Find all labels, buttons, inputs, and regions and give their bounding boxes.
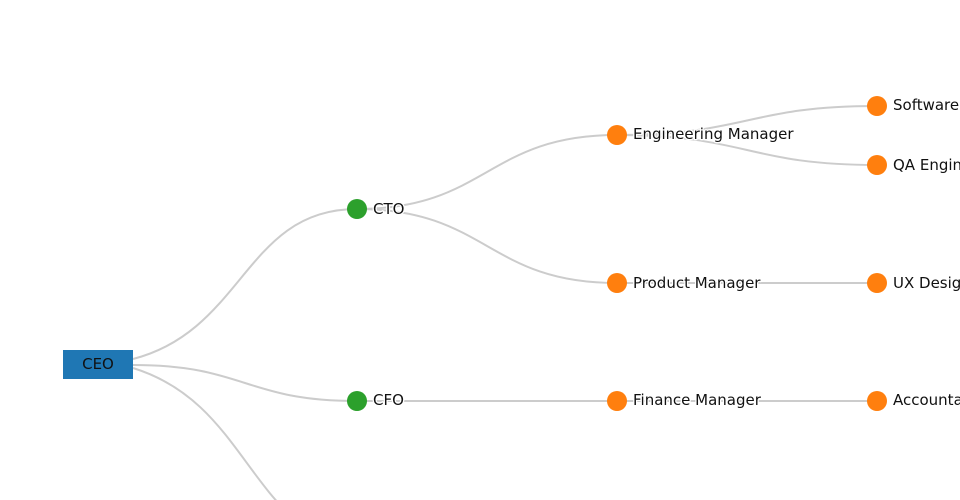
node-dot[interactable] [607,391,627,411]
node-label: QA Engineer [893,156,960,174]
node-ux-designer[interactable]: UX Designer [867,273,960,293]
root-node-box[interactable] [63,350,133,379]
node-label: Engineering Manager [633,125,794,143]
node-cfo[interactable]: CFO [347,390,405,411]
node-label: CFO [373,391,404,409]
links-layer [132,105,878,500]
link-cto-product-manager [356,208,618,284]
node-ceo[interactable]: CEO [63,350,133,379]
node-dot[interactable] [867,96,887,116]
node-qa-engineer[interactable]: QA Engineer [867,155,960,175]
link-cto-engineering-manager [356,134,618,210]
link-ceo-cfo [132,364,358,402]
node-label: Accountant [893,391,960,409]
node-dot[interactable] [347,199,367,219]
link-engineering-manager-qa-engineer [616,134,878,166]
link-ceo-offscreen [132,367,277,500]
node-engineering-manager[interactable]: Engineering Manager [607,124,796,145]
node-software-engineer[interactable]: Software Engineer [867,95,960,116]
node-dot[interactable] [347,391,367,411]
link-ceo-cto [132,208,358,360]
node-dot[interactable] [607,125,627,145]
node-accountant[interactable]: Accountant [867,390,960,411]
link-engineering-manager-software-engineer [616,105,878,136]
node-dot[interactable] [607,273,627,293]
node-label: CTO [373,200,404,218]
node-dot[interactable] [867,273,887,293]
node-label: Finance Manager [633,391,762,409]
node-label: Product Manager [633,274,761,292]
node-label: UX Designer [893,274,960,292]
node-label: Software Engineer [893,96,960,114]
root-node-label: CEO [82,355,114,373]
node-dot[interactable] [867,155,887,175]
node-cto[interactable]: CTO [347,199,406,219]
node-product-manager[interactable]: Product Manager [607,273,763,293]
node-finance-manager[interactable]: Finance Manager [607,390,763,411]
node-dot[interactable] [867,391,887,411]
